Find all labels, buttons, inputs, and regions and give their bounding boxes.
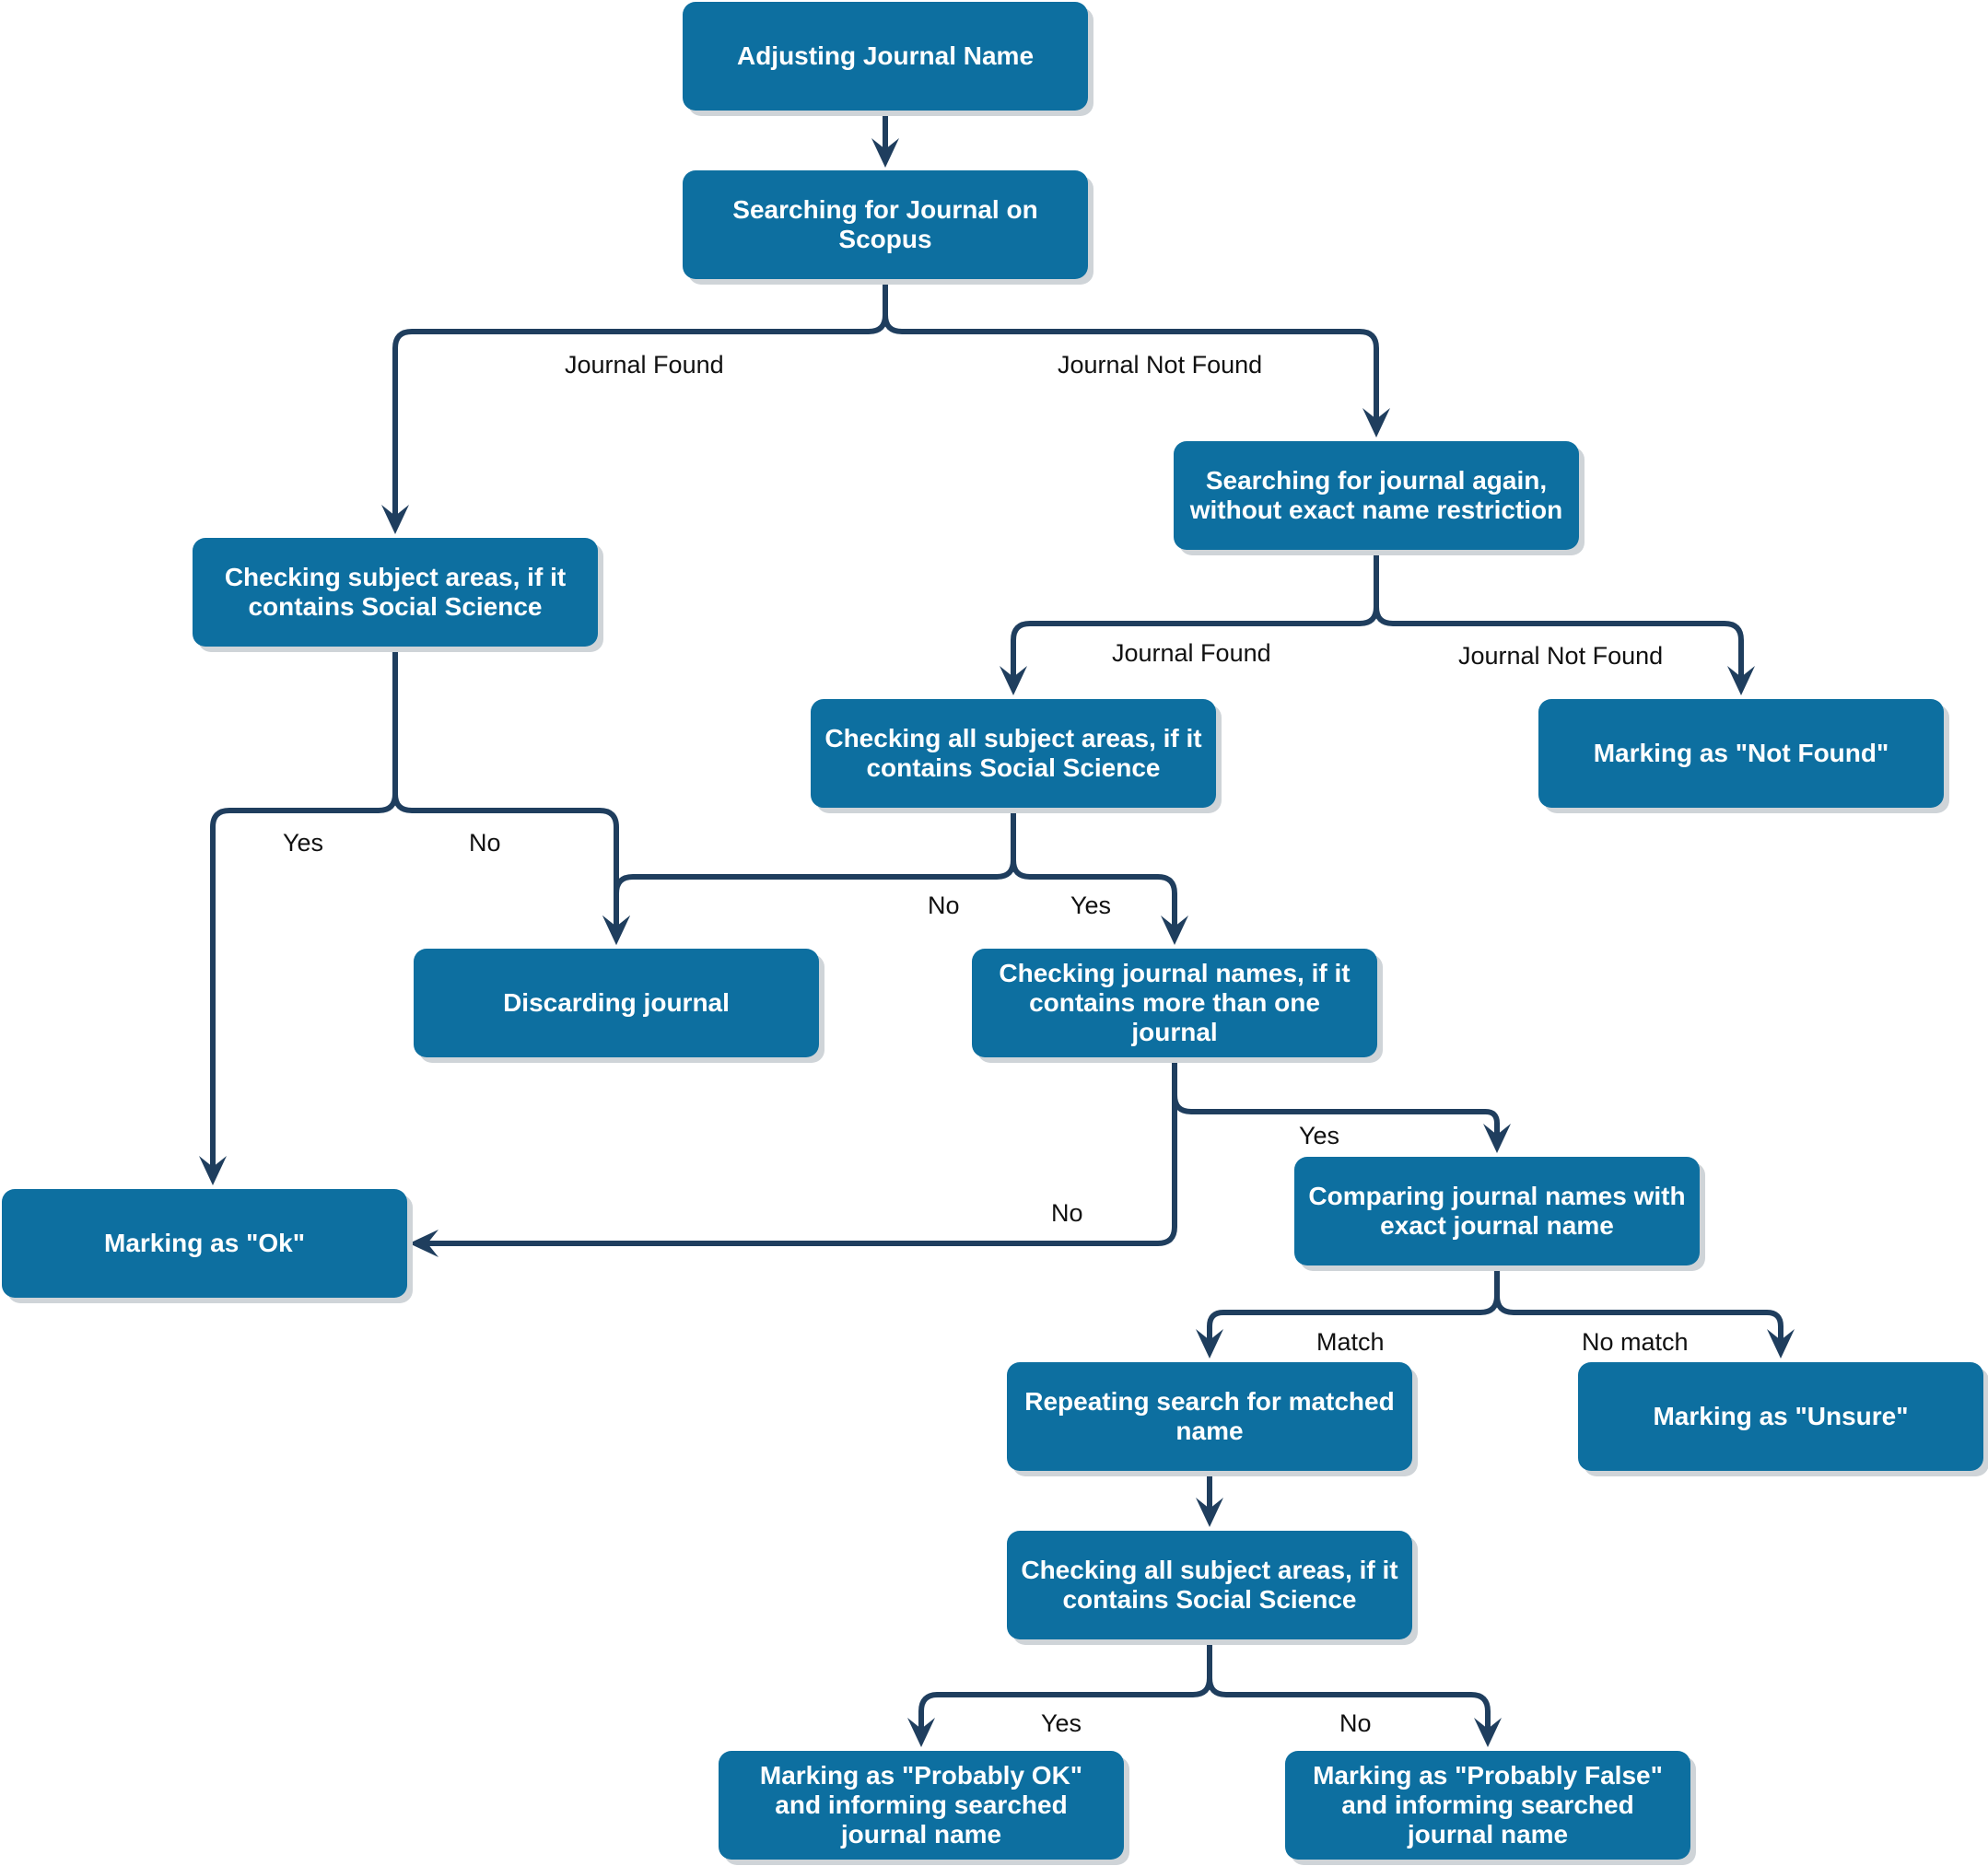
edge-label-no-match: No match <box>1582 1328 1689 1356</box>
arrowhead <box>1483 1124 1511 1153</box>
arrowhead <box>1362 408 1390 437</box>
arrowhead <box>1196 1498 1223 1527</box>
edge-label-journal-not-found-2: Journal Not Found <box>1458 642 1664 670</box>
node-marking-ok: Marking as "Ok" <box>2 1189 407 1298</box>
node-checking-all-subject-areas: Checking all subject areas, if it contai… <box>811 699 1216 808</box>
edge-label-no: No <box>1339 1709 1372 1737</box>
edge-label-no: No <box>469 829 501 857</box>
node-marking-probably-false: Marking as "Probably False" and informin… <box>1285 1751 1690 1860</box>
edge-label-journal-found-2: Journal Found <box>1112 639 1271 667</box>
edge-check-subject-to-ok <box>210 644 398 1170</box>
edge-check-names-to-ok <box>425 1055 1177 1246</box>
node-checking-subject-areas: Checking subject areas, if it contains S… <box>193 538 598 647</box>
node-repeating-search: Repeating search for matched name <box>1007 1362 1412 1471</box>
edge-label-journal-found: Journal Found <box>565 351 724 379</box>
node-checking-journal-names: Checking journal names, if it contains m… <box>972 949 1377 1057</box>
node-marking-unsure: Marking as "Unsure" <box>1578 1362 1983 1471</box>
edge-searching-to-search-again <box>883 276 1379 422</box>
node-searching-again: Searching for journal again, without exa… <box>1174 441 1579 550</box>
arrowhead <box>1727 666 1755 695</box>
node-searching-scopus: Searching for Journal on Scopus <box>683 170 1088 279</box>
arrowhead <box>409 1230 439 1257</box>
edge-check-all-2-to-probably-false <box>1207 1637 1491 1732</box>
edge-comparing-to-unsure <box>1494 1263 1783 1343</box>
edge-label-match: Match <box>1316 1328 1385 1356</box>
node-marking-probably-ok: Marking as "Probably OK" and informing s… <box>719 1751 1124 1860</box>
edge-searching-to-check-subject <box>392 276 888 519</box>
arrowhead <box>1000 666 1027 695</box>
edge-search-again-to-not-found <box>1374 547 1744 680</box>
edge-label-no: No <box>928 892 960 919</box>
node-checking-all-subject-areas-2: Checking all subject areas, if it contai… <box>1007 1531 1412 1639</box>
arrowhead <box>871 138 899 168</box>
arrowhead <box>907 1718 935 1747</box>
edge-label-yes: Yes <box>1041 1709 1082 1737</box>
edge-label-yes: Yes <box>283 829 324 857</box>
edge-label-journal-not-found: Journal Not Found <box>1058 351 1263 379</box>
node-adjusting-journal-name: Adjusting Journal Name <box>683 2 1088 111</box>
edge-label-yes: Yes <box>1070 892 1112 919</box>
arrowhead <box>381 505 409 534</box>
arrowhead <box>1474 1718 1502 1747</box>
arrowhead <box>602 916 630 945</box>
arrowhead <box>1767 1329 1795 1359</box>
arrowhead <box>1196 1329 1223 1359</box>
arrowhead <box>1161 916 1188 945</box>
edge-label-no: No <box>1051 1199 1083 1227</box>
node-marking-not-found: Marking as "Not Found" <box>1538 699 1944 808</box>
node-discarding-journal: Discarding journal <box>414 949 819 1057</box>
edge-check-subject-to-discarding <box>392 644 619 929</box>
node-comparing-journal-names: Comparing journal names with exact journ… <box>1294 1157 1700 1265</box>
edge-label-yes: Yes <box>1299 1122 1340 1149</box>
arrowhead <box>199 1156 227 1185</box>
edge-check-all-to-check-names <box>1011 805 1177 929</box>
